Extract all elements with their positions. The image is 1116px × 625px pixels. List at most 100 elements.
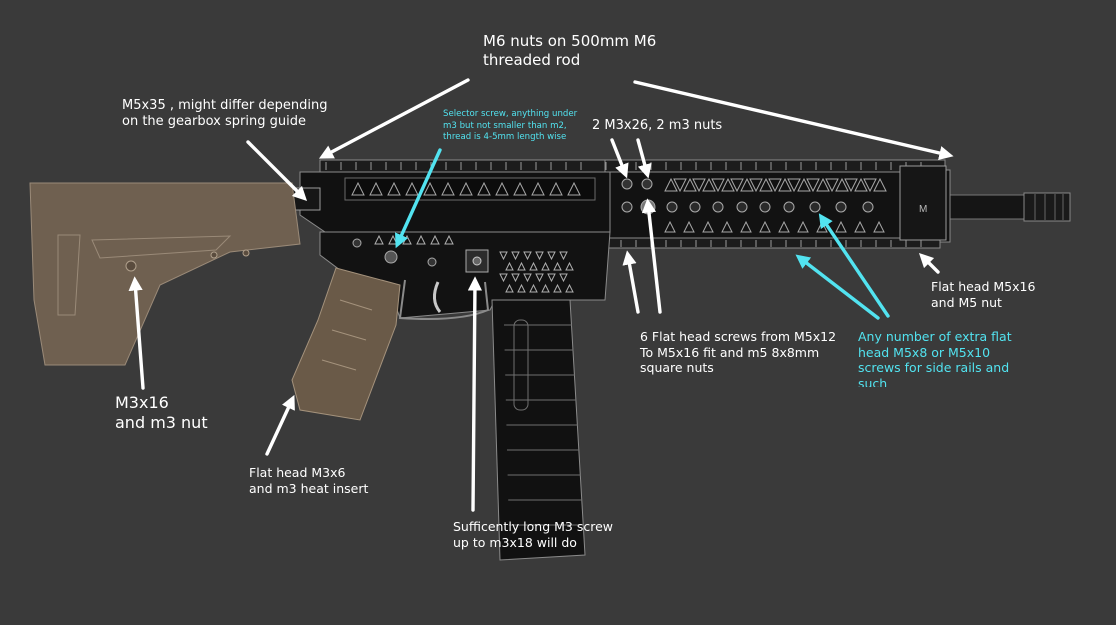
triangle-cutout bbox=[547, 273, 556, 283]
screw-hole bbox=[862, 201, 874, 213]
triangle-cutout bbox=[405, 181, 419, 196]
screw-hole bbox=[689, 201, 701, 213]
label-m3x6: Flat head M3x6 and m3 heat insert bbox=[249, 465, 369, 496]
triangle-cutout bbox=[541, 261, 550, 271]
triangle-cutout bbox=[683, 220, 695, 233]
label-m5x16: Flat head M5x16 and M5 nut bbox=[931, 279, 1036, 310]
triangle-cutout bbox=[388, 234, 398, 245]
triangle-cutout bbox=[702, 177, 716, 192]
triangle-cutout bbox=[844, 178, 858, 193]
triangle-cutout bbox=[825, 178, 839, 193]
triangle-cutout bbox=[873, 220, 885, 233]
triangle-cutout bbox=[531, 181, 545, 196]
triangle-cutout bbox=[692, 178, 706, 193]
triangle-cutout bbox=[517, 283, 526, 293]
triangle-cutout bbox=[721, 220, 733, 233]
triangle-cutout bbox=[778, 177, 792, 192]
screw-hole bbox=[783, 201, 795, 213]
triangle-cutout bbox=[565, 283, 574, 293]
triangle-cutout bbox=[730, 178, 744, 193]
triangle-cutout bbox=[759, 220, 771, 233]
triangle-cutout bbox=[430, 234, 440, 245]
triangle-cutout bbox=[559, 273, 568, 283]
triangle-cutout bbox=[369, 181, 383, 196]
triangle-cutout bbox=[547, 251, 556, 261]
triangle-cutout bbox=[565, 261, 574, 271]
triangle-cutout bbox=[523, 273, 532, 283]
magazine-window bbox=[513, 319, 529, 411]
triangle-cutout bbox=[816, 177, 830, 192]
triangle-cutout bbox=[535, 273, 544, 283]
label-side-rails: Any number of extra flat head M5x8 or M5… bbox=[858, 329, 1012, 387]
barrel bbox=[939, 192, 1071, 222]
triangle-cutout bbox=[523, 251, 532, 261]
triangle-cutout bbox=[787, 178, 801, 193]
triangle-cutout bbox=[529, 283, 538, 293]
label-selector-screw: Selector screw, anything under m3 but no… bbox=[443, 109, 578, 143]
triangle-cutout bbox=[505, 283, 514, 293]
triangle-cutout bbox=[444, 234, 454, 245]
screw-hole bbox=[666, 201, 678, 213]
triangle-cutout bbox=[683, 177, 697, 192]
label-m3x18: Sufficently long M3 screw up to m3x18 wi… bbox=[453, 519, 613, 550]
handguard: M bbox=[599, 159, 951, 249]
triangle-cutout bbox=[535, 251, 544, 261]
label-m3x26: 2 M3x26, 2 m3 nuts bbox=[592, 118, 723, 133]
triangle-cutout bbox=[459, 181, 473, 196]
annotation-arrows bbox=[128, 78, 954, 512]
triangle-cutout bbox=[778, 220, 790, 233]
triangle-cutout bbox=[854, 177, 868, 192]
triangle-cutout bbox=[567, 181, 581, 196]
triangle-cutout bbox=[863, 178, 877, 193]
triangle-cutout bbox=[835, 177, 849, 192]
triangle-cutout bbox=[854, 220, 866, 233]
screw-hole bbox=[835, 201, 847, 213]
triangle-cutout bbox=[387, 181, 401, 196]
label-rail-screws: 6 Flat head screws from M5x12 To M5x16 f… bbox=[640, 329, 837, 376]
triangle-cutout bbox=[541, 283, 550, 293]
screw-hole bbox=[712, 201, 724, 213]
triangle-cutout bbox=[673, 178, 687, 193]
triangle-cutout bbox=[740, 220, 752, 233]
triangle-cutout bbox=[513, 181, 527, 196]
triangle-cutout bbox=[351, 181, 365, 196]
triangle-cutout bbox=[797, 177, 811, 192]
label-threaded-rod: M6 nuts on 500mm M6 threaded rod bbox=[483, 32, 657, 69]
screw-hole bbox=[641, 178, 653, 190]
triangle-cutout bbox=[553, 261, 562, 271]
muzzle-logo: M bbox=[919, 204, 927, 215]
triangle-cutout bbox=[505, 261, 514, 271]
triangle-cutout bbox=[749, 178, 763, 193]
triangle-cutout bbox=[740, 177, 754, 192]
triangle-cutout bbox=[529, 261, 538, 271]
triangle-cutout bbox=[664, 177, 678, 192]
triangle-cutout bbox=[441, 181, 455, 196]
triangle-cutout bbox=[835, 220, 847, 233]
triangle-cutout bbox=[423, 181, 437, 196]
screw-hole bbox=[621, 178, 633, 190]
triangle-cutout bbox=[517, 261, 526, 271]
triangle-cutout bbox=[559, 251, 568, 261]
triangle-cutout bbox=[553, 283, 562, 293]
triangle-cutout bbox=[549, 181, 563, 196]
triangle-cutout bbox=[797, 220, 809, 233]
label-m5x35: M5x35 , might differ depending on the ge… bbox=[122, 98, 328, 130]
screw-hole bbox=[736, 201, 748, 213]
triangle-cutout bbox=[759, 177, 773, 192]
triangle-cutout bbox=[374, 234, 384, 245]
triangle-cutout bbox=[721, 177, 735, 192]
screw-hole bbox=[759, 201, 771, 213]
screw-hole bbox=[809, 201, 821, 213]
triangle-cutout bbox=[806, 178, 820, 193]
triangle-cutout bbox=[499, 273, 508, 283]
magazine bbox=[491, 299, 586, 561]
triangle-cutout bbox=[477, 181, 491, 196]
label-m3x16: M3x16 and m3 nut bbox=[115, 393, 208, 432]
triangle-cutout bbox=[702, 220, 714, 233]
pistol-grip bbox=[291, 267, 401, 421]
stock bbox=[29, 182, 301, 366]
trigger-group bbox=[398, 279, 490, 320]
triangle-cutout bbox=[511, 273, 520, 283]
upper-receiver bbox=[289, 159, 611, 233]
